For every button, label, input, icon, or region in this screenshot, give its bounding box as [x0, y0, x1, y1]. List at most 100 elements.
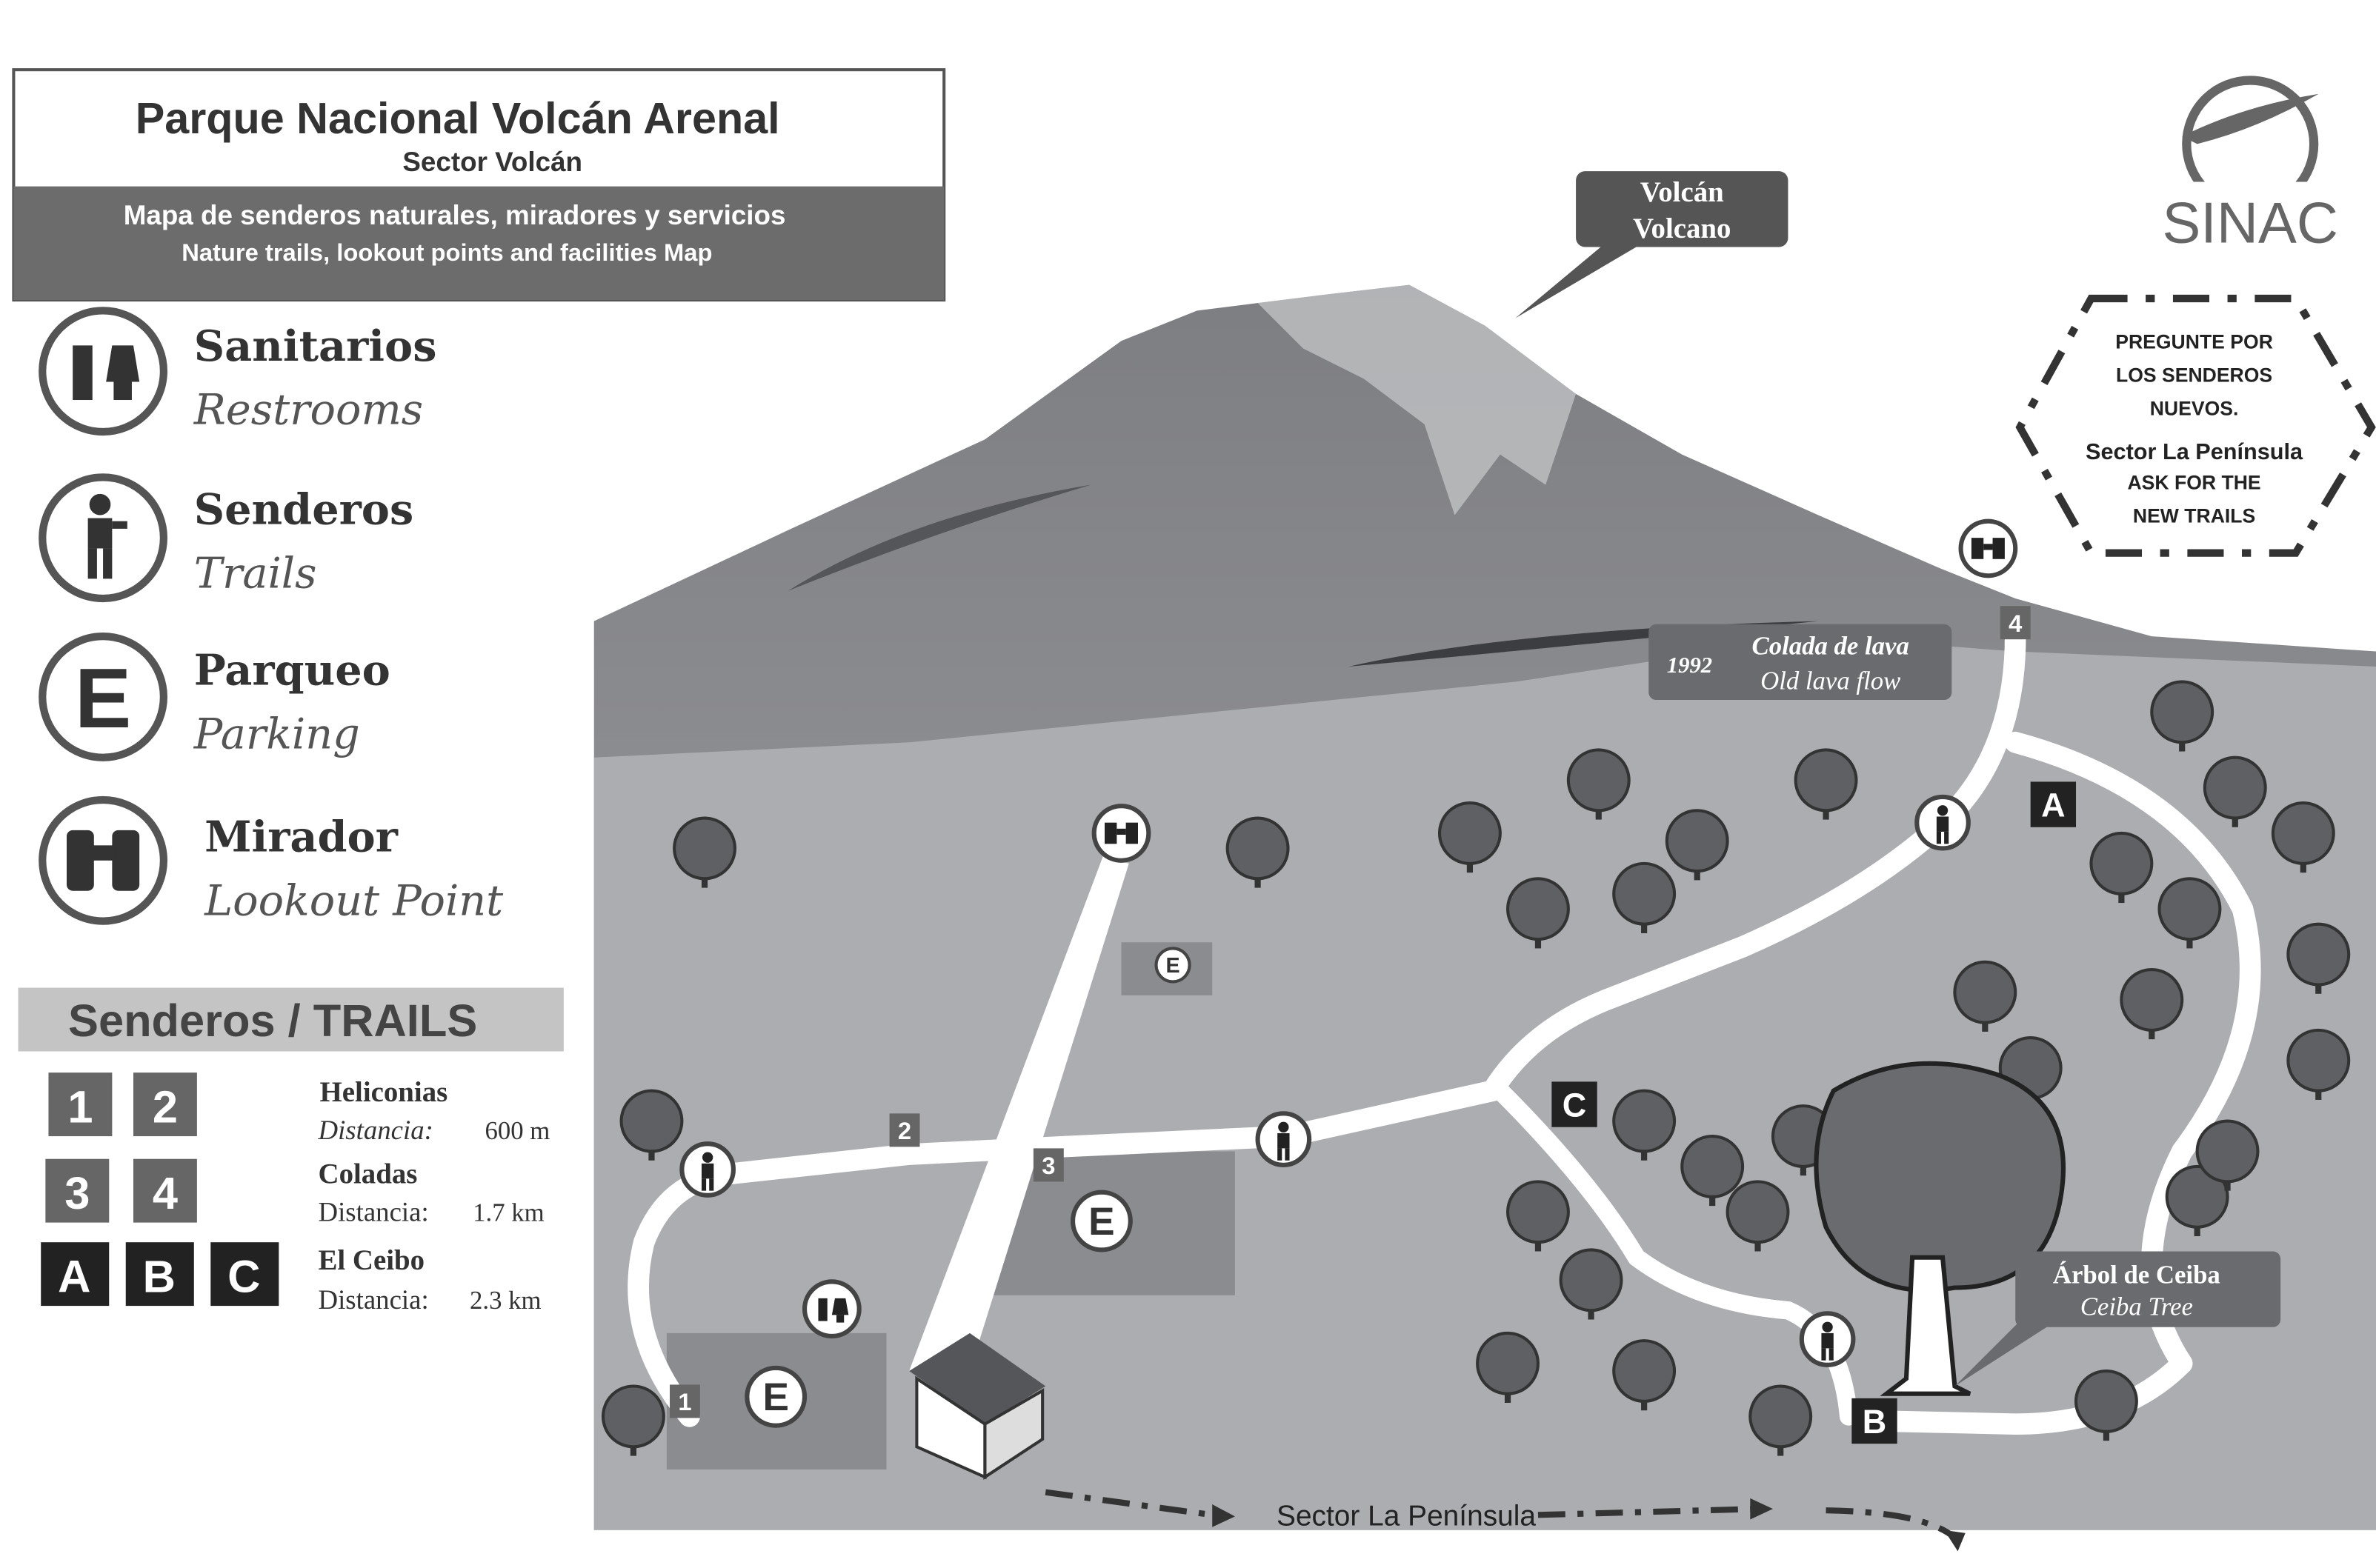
trail-distance-label: Distancia:	[319, 1284, 429, 1315]
parking-marker[interactable]: E	[745, 1365, 808, 1428]
tree	[2089, 831, 2154, 904]
tree	[2286, 1028, 2351, 1100]
trail-distance-label: Distancia:	[319, 1197, 429, 1227]
tree	[619, 1089, 684, 1161]
trail-marker[interactable]	[1255, 1111, 1312, 1167]
trail-code-2[interactable]: 2	[889, 1113, 920, 1147]
parking-glyph: E	[762, 1375, 788, 1419]
legend-item-parking: E Parqueo Parking	[39, 632, 390, 761]
hiker-icon	[1821, 1321, 1834, 1361]
trail-distance: 1.7 km	[473, 1198, 545, 1227]
hiker-icon	[1277, 1121, 1290, 1161]
tree	[1748, 1384, 1813, 1456]
svg-text:4: 4	[2009, 610, 2023, 637]
tree	[1506, 1180, 1570, 1252]
trail-code-a[interactable]: A	[2030, 781, 2077, 827]
trail-code-b[interactable]: B	[1851, 1398, 1897, 1444]
parking-glyph: E	[1166, 954, 1180, 978]
hiker-icon	[87, 493, 127, 579]
tree	[2203, 755, 2267, 827]
trail-main	[628, 625, 2026, 1427]
parking-icon: E	[75, 651, 131, 746]
legend-code-c: C	[227, 1252, 260, 1303]
tree	[1612, 1089, 1677, 1161]
tree	[2165, 1164, 2229, 1237]
binoculars-icon	[66, 830, 140, 891]
legend-label-en: Trails	[194, 549, 317, 598]
trail-distance: 2.3 km	[470, 1286, 542, 1315]
tree	[1476, 1331, 1540, 1403]
sector-peninsula-direction[interactable]: Sector La Península	[1045, 1489, 1966, 1552]
legend-code-b: B	[143, 1252, 176, 1303]
sector-peninsula-label: Sector La Península	[1277, 1501, 1536, 1532]
notice-line: Sector La Península	[2086, 439, 2303, 464]
trail-code-4[interactable]: 4	[2000, 606, 2031, 640]
description-en: Nature trails, lookout points and facili…	[182, 238, 712, 266]
restroom-marker[interactable]	[802, 1279, 862, 1339]
sinac-logo: SINAC	[2152, 76, 2349, 255]
trees	[601, 680, 2351, 1456]
trails-heading: Senderos / TRAILS	[68, 995, 477, 1047]
sinac-logo-text: SINAC	[2162, 191, 2338, 255]
tree	[2120, 968, 2184, 1040]
tree	[1559, 1248, 1623, 1320]
trail-distance-label: Distancia:	[318, 1115, 433, 1145]
legend-code-1: 1	[67, 1082, 93, 1133]
ceiba-es: Árbol de Ceiba	[2053, 1260, 2220, 1289]
volcano-label-en: Volcano	[1633, 213, 1731, 244]
trail-name: Heliconias	[320, 1076, 448, 1108]
hiker-icon	[1936, 805, 1949, 844]
tree	[1612, 861, 1677, 933]
lookout-marker[interactable]	[1091, 804, 1151, 863]
legend-label-en: Parking	[193, 709, 360, 758]
trail-to-lookout	[909, 855, 1129, 1372]
trails-legend: Senderos / TRAILS 1 2 3 4 A B C Heliconi…	[18, 987, 564, 1315]
legend-label-es: Sanitarios	[194, 321, 437, 371]
tree	[2074, 1370, 2138, 1441]
parking-marker[interactable]: E	[1154, 947, 1191, 984]
lava-flow-callout: 1992 Colada de lava Old lava flow	[1648, 624, 1952, 700]
notice-line: NUEVOS.	[2150, 397, 2239, 419]
trail-marker[interactable]	[1799, 1311, 1856, 1367]
page-title: Parque Nacional Volcán Arenal	[136, 93, 780, 143]
trail-marker[interactable]	[679, 1141, 736, 1198]
notice-line: LOS SENDEROS	[2116, 364, 2272, 386]
tree	[1506, 877, 1570, 949]
legend-item-trails: Senderos Trails	[39, 473, 413, 603]
parking-glyph: E	[1088, 1200, 1114, 1244]
legend-code-4: 4	[153, 1168, 178, 1219]
tree	[1437, 801, 1502, 873]
trail-name: El Ceibo	[319, 1244, 425, 1276]
description-es: Mapa de senderos naturales, miradores y …	[124, 200, 786, 230]
legend: Sanitarios Restrooms Senderos Trails E P…	[39, 307, 504, 925]
header: Parque Nacional Volcán Arenal Sector Vol…	[12, 68, 946, 302]
trail-code-1[interactable]: 1	[670, 1384, 700, 1418]
tree	[1726, 1180, 1790, 1252]
new-trails-notice: PREGUNTE POR LOS SENDEROS NUEVOS. Sector…	[2015, 294, 2376, 557]
legend-label-es: Parqueo	[194, 645, 390, 695]
visitor-building	[909, 1332, 1046, 1481]
tree	[601, 1384, 665, 1456]
trail-marker[interactable]	[1914, 794, 1971, 851]
tree	[1566, 748, 1631, 820]
legend-code-a: A	[58, 1252, 90, 1303]
volcano-snow	[1257, 284, 1577, 516]
restroom-icon	[73, 345, 140, 401]
tree	[2157, 877, 2222, 949]
notice-line: ASK FOR THE	[2127, 472, 2260, 494]
legend-label-en: Restrooms	[193, 385, 423, 435]
svg-text:3: 3	[1042, 1152, 1055, 1179]
notice-line: NEW TRAILS	[2133, 505, 2255, 527]
legend-code-3: 3	[64, 1168, 90, 1219]
trail-distance: 600 m	[485, 1116, 550, 1145]
parking-marker[interactable]: E	[1070, 1190, 1133, 1252]
trail-code-c[interactable]: C	[1551, 1081, 1597, 1127]
tree	[1612, 1339, 1677, 1411]
trail-code-3[interactable]: 3	[1033, 1148, 1064, 1182]
lookout-marker[interactable]	[1958, 518, 2018, 578]
tree	[2286, 922, 2351, 994]
legend-label-en: Lookout Point	[204, 875, 504, 925]
svg-text:C: C	[1563, 1086, 1587, 1124]
tree	[1680, 1134, 1745, 1207]
legend-item-lookout: Mirador Lookout Point	[39, 795, 504, 925]
